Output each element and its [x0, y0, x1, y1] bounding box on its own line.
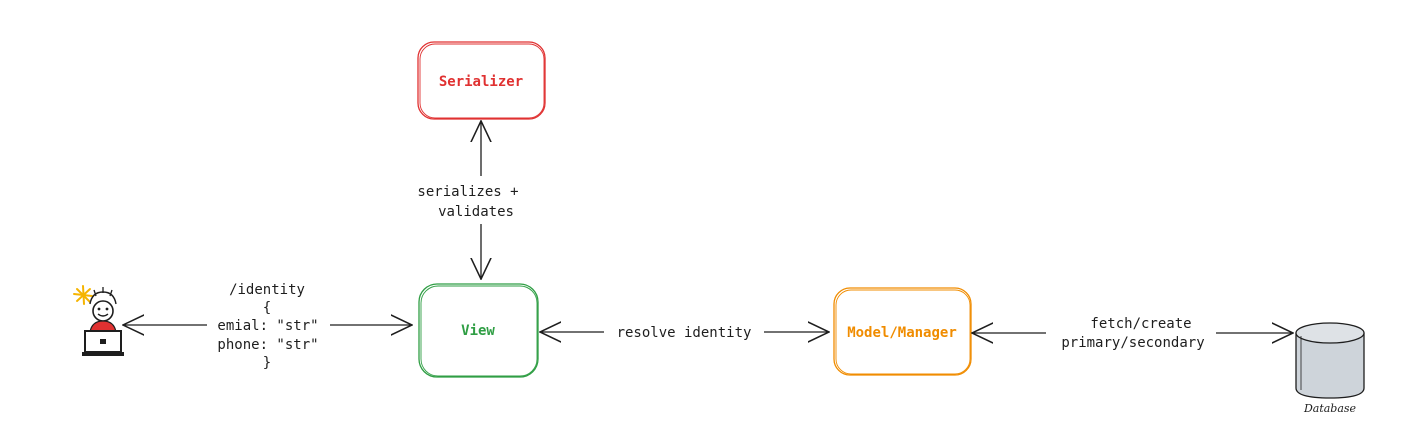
serializer-label: Serializer	[439, 74, 523, 90]
database-label: Database	[1303, 402, 1357, 415]
edge-model-database-label-line2: primary/secondary	[1061, 335, 1204, 351]
model-manager-label: Model/Manager	[847, 325, 957, 341]
request-brace-close: }	[263, 355, 271, 371]
view-label: View	[461, 323, 495, 339]
edge-view-model: resolve identity	[541, 325, 828, 341]
edge-serializer-view-label-line2: validates	[438, 204, 514, 220]
request-phone-field: phone: "str"	[217, 337, 318, 353]
edge-serializer-view: serializes + validates	[417, 122, 519, 278]
serializer-node[interactable]: Serializer	[417, 41, 546, 120]
request-email-field: emial: "str"	[217, 318, 318, 334]
user-at-laptop-icon	[73, 285, 124, 356]
database-node[interactable]: Database	[1295, 322, 1365, 415]
edge-user-view: /identity { emial: "str" phone: "str" }	[124, 282, 411, 371]
edge-model-database: fetch/create primary/secondary	[973, 316, 1292, 351]
request-path-label: /identity	[229, 282, 305, 298]
edge-model-database-label-line1: fetch/create	[1090, 316, 1191, 332]
view-node[interactable]: View	[418, 283, 539, 378]
edge-view-model-label: resolve identity	[617, 325, 752, 341]
model-manager-node[interactable]: Model/Manager	[833, 287, 972, 376]
request-brace-open: {	[263, 300, 271, 316]
edge-serializer-view-label-line1: serializes +	[417, 184, 518, 200]
